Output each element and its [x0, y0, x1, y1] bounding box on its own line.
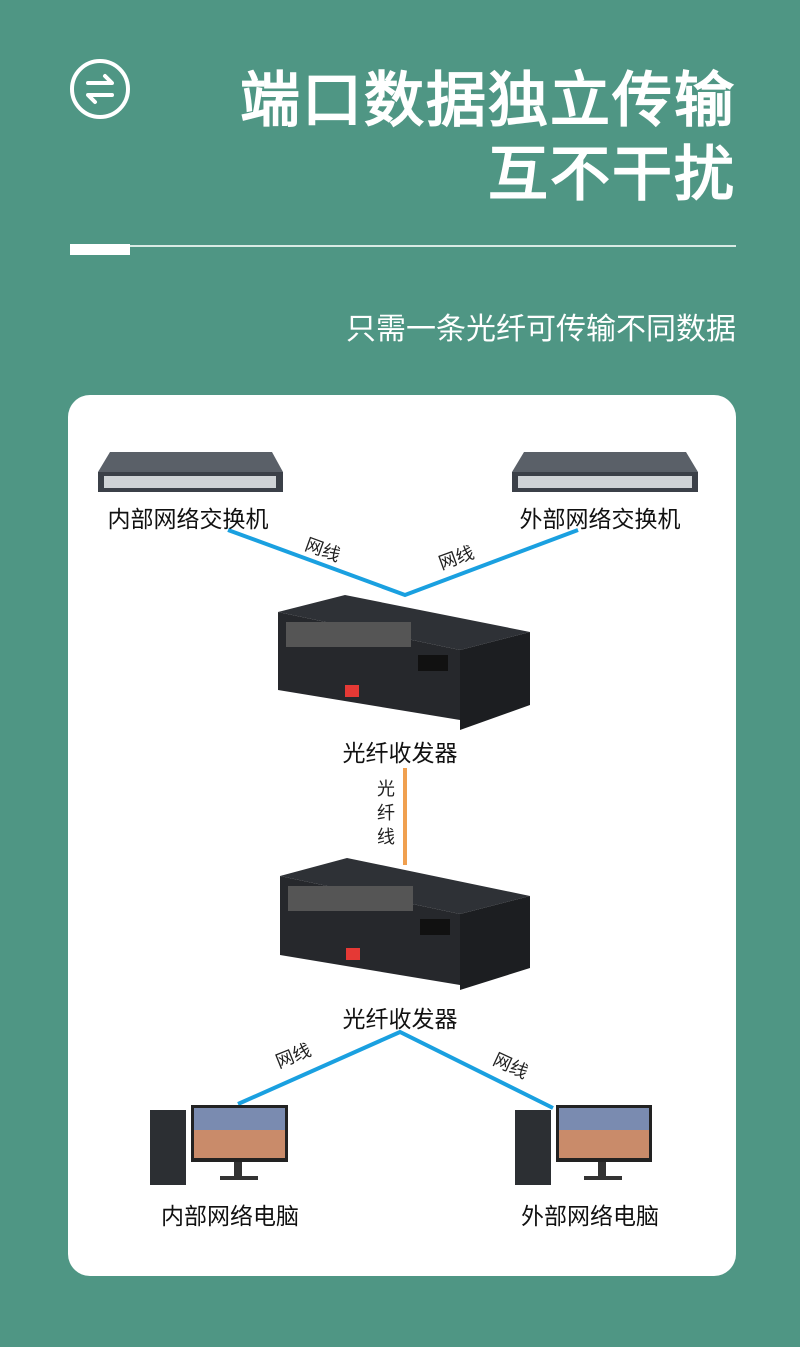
page-title: 端口数据独立传输	[240, 66, 736, 136]
switch-external-icon	[512, 452, 698, 492]
ethernet-cables	[227, 528, 579, 1110]
transceiver-top-label: 光纤收发器	[342, 741, 458, 767]
transceiver-bottom-label: 光纤收发器	[342, 1007, 458, 1033]
switch-internal-icon	[98, 452, 283, 492]
fiber-label: 光纤线	[377, 779, 395, 848]
transceiver-bottom-icon	[280, 858, 530, 990]
divider-accent	[70, 244, 130, 255]
page-title-line2: 互不干扰	[488, 140, 736, 210]
pc-external-label: 外部网络电脑	[521, 1204, 659, 1230]
pc-internal-icon	[150, 1105, 288, 1185]
subtitle: 只需一条光纤可传输不同数据	[346, 312, 736, 347]
divider	[70, 245, 736, 247]
swap-arrows-icon	[70, 59, 130, 119]
pc-external-icon	[515, 1105, 652, 1185]
pc-internal-label: 内部网络电脑	[161, 1204, 299, 1230]
switch-external-label: 外部网络交换机	[519, 507, 681, 533]
switch-internal-label: 内部网络交换机	[107, 507, 269, 533]
transceiver-top-icon	[278, 595, 530, 730]
